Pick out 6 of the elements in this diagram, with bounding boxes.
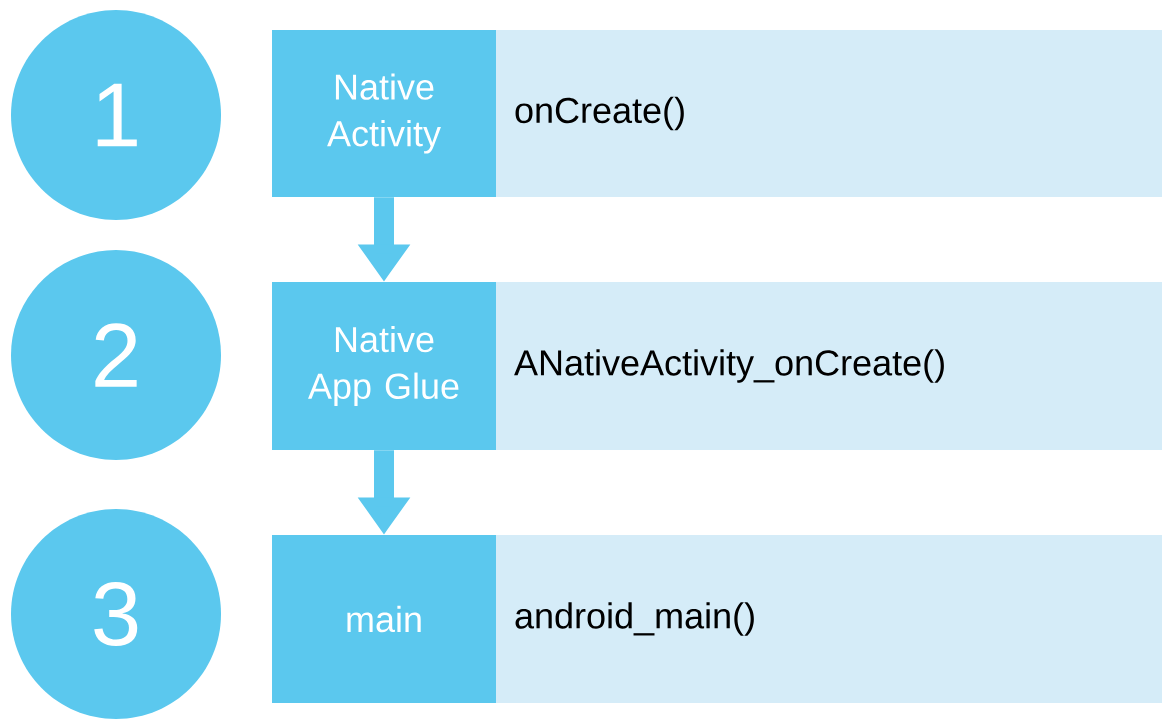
function-box: onCreate() bbox=[496, 30, 1162, 197]
step-box: Native App Glue bbox=[272, 282, 496, 450]
function-box: ANativeActivity_onCreate() bbox=[496, 282, 1162, 450]
function-box: android_main() bbox=[496, 535, 1162, 703]
step-box: main bbox=[272, 535, 496, 703]
step-box: Native Activity bbox=[272, 30, 496, 197]
